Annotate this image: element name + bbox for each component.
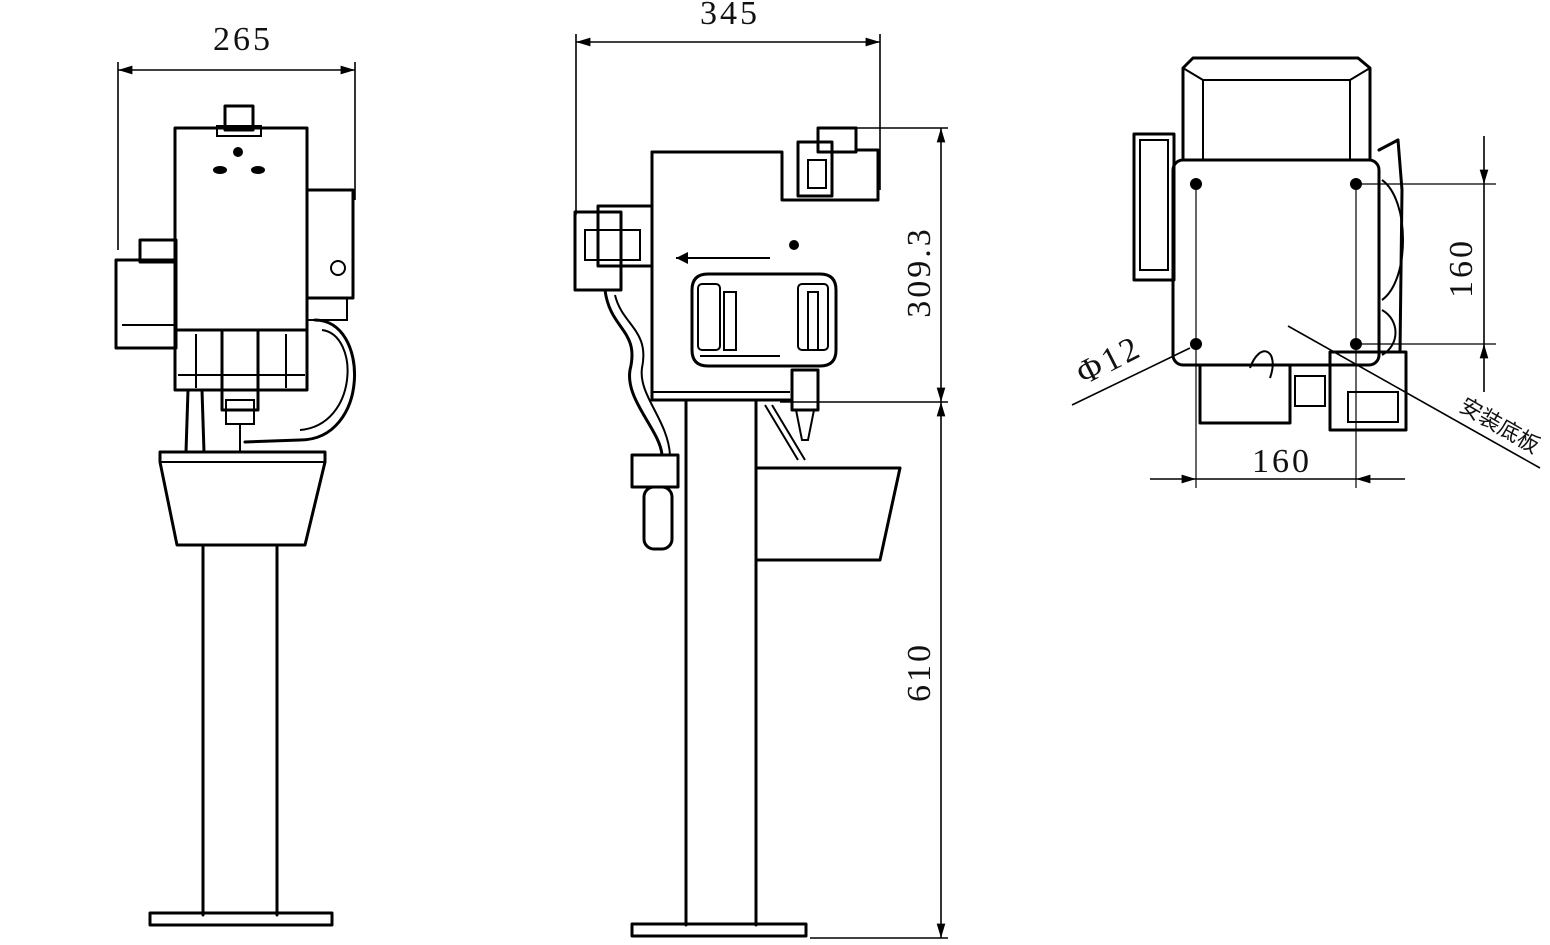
top-view: 160 160 Φ12 安装底板 — [1071, 56, 1544, 488]
hole-spacing-x-dimension: 160 — [1150, 443, 1405, 484]
height-dimensions: 309.3 610 — [780, 127, 948, 939]
hole-diameter-label: Φ12 — [1071, 329, 1148, 393]
hole-spacing-y-dimension: 160 — [1443, 136, 1489, 392]
mounting-plate-callout: 安装底板 — [1287, 325, 1544, 469]
head-height-label: 309.3 — [901, 226, 938, 318]
side-width-dimension: 345 — [575, 0, 881, 215]
mounting-plate-label: 安装底板 — [1455, 394, 1544, 460]
front-width-dimension: 265 — [117, 21, 356, 250]
stand-height-label: 610 — [901, 642, 938, 702]
front-view: 265 — [114, 21, 356, 927]
front-width-label: 265 — [213, 21, 273, 58]
hole-spacing-x-label: 160 — [1252, 443, 1312, 480]
hole-spacing-y-label: 160 — [1443, 238, 1480, 298]
side-width-label: 345 — [700, 0, 760, 32]
side-view: 345 309.3 610 — [573, 0, 948, 939]
